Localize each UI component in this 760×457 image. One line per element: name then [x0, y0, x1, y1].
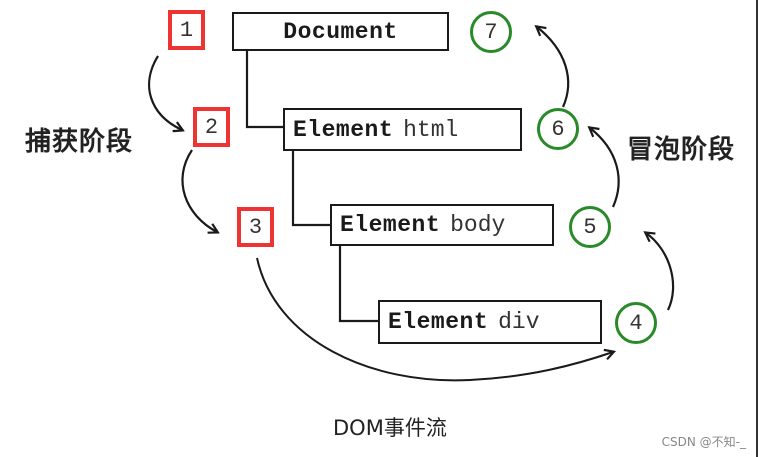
- arrow-step-2-to-3: [181, 149, 217, 232]
- capture-step-1: 1: [168, 10, 205, 50]
- node-kind: Document: [283, 18, 398, 45]
- node-body: Element body: [330, 204, 554, 246]
- node-tag: body: [450, 212, 506, 238]
- node-tag: html: [403, 116, 459, 143]
- node-div: Element div: [378, 300, 602, 344]
- node-document: Document: [232, 12, 449, 51]
- bubble-step-6: 6: [537, 108, 579, 150]
- capture-step-3: 3: [237, 207, 274, 247]
- arrow-step-6-to-7: [537, 27, 570, 108]
- arrow-step-3-to-4: [256, 257, 613, 382]
- watermark: CSDN @不知-_: [661, 435, 746, 449]
- node-kind: Element: [388, 309, 489, 335]
- arrow-step-4-to-5: [646, 233, 675, 311]
- bubble-step-5: 5: [569, 206, 611, 248]
- arrow-step-1-to-2: [148, 55, 182, 130]
- capture-phase-label: 捕获阶段: [25, 127, 134, 157]
- bubble-phase-label: 冒泡阶段: [627, 135, 736, 165]
- node-html: Element html: [283, 108, 522, 151]
- tree-line-body-div: [338, 245, 380, 323]
- node-tag: div: [498, 309, 540, 335]
- node-kind: Element: [340, 212, 441, 238]
- node-kind: Element: [293, 116, 394, 143]
- diagram-caption: DOM事件流: [333, 416, 447, 440]
- bubble-step-4: 4: [615, 302, 657, 344]
- right-border-line: [756, 0, 758, 457]
- tree-line-document-html: [245, 50, 285, 129]
- bubble-step-7: 7: [470, 11, 512, 53]
- tree-line-html-body: [291, 150, 332, 227]
- arrow-step-5-to-6: [590, 128, 620, 208]
- capture-step-2: 2: [193, 107, 230, 147]
